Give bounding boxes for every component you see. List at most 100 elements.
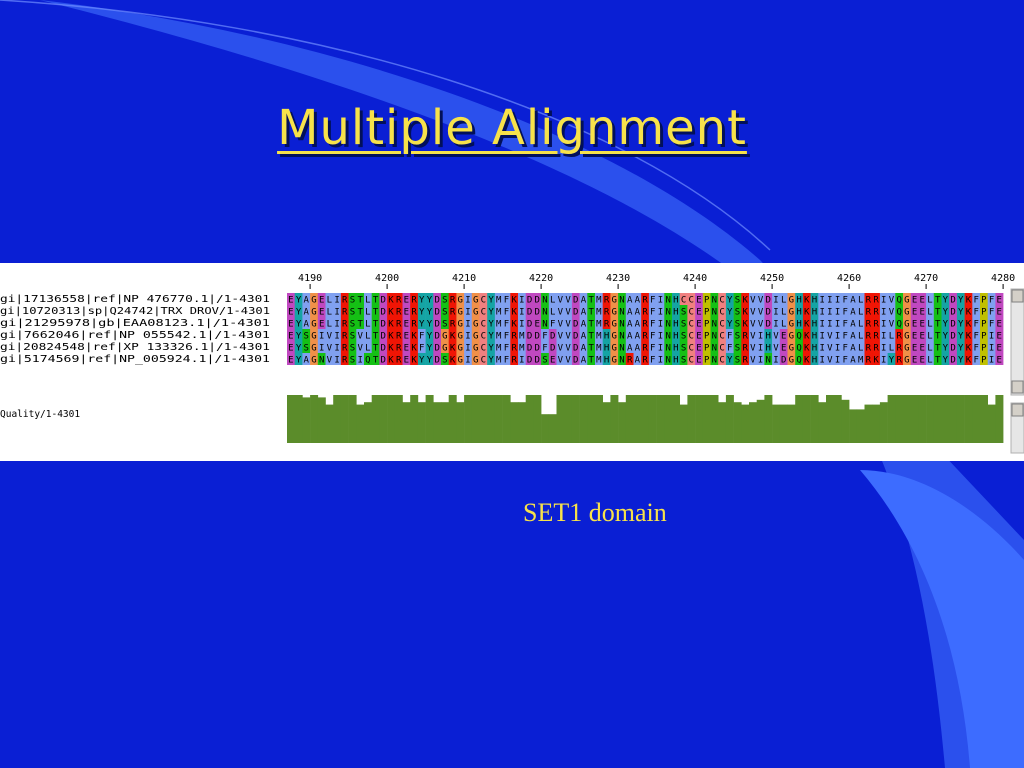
residue-letter: R bbox=[396, 296, 402, 306]
residue-cell bbox=[571, 341, 580, 353]
residue-cell bbox=[933, 341, 942, 353]
alignment-scrollbar[interactable] bbox=[1010, 288, 1024, 396]
residue-letter: R bbox=[896, 332, 902, 342]
residue-cell bbox=[956, 317, 965, 329]
residue-letter: A bbox=[581, 296, 587, 306]
residue-cell bbox=[656, 305, 665, 317]
residue-letter: I bbox=[465, 296, 470, 306]
residue-letter: H bbox=[604, 332, 609, 342]
residue-letter: E bbox=[920, 308, 925, 318]
residue-letter: K bbox=[966, 332, 972, 342]
residue-cell bbox=[502, 341, 511, 353]
residue-cell bbox=[733, 353, 742, 365]
quality-bar bbox=[633, 395, 642, 443]
quality-bar bbox=[402, 402, 411, 443]
residue-cell bbox=[802, 293, 811, 305]
quality-bar bbox=[718, 402, 727, 443]
residue-cell bbox=[410, 305, 419, 317]
residue-cell bbox=[980, 341, 988, 353]
residue-letter: L bbox=[781, 296, 786, 306]
residue-cell bbox=[379, 341, 388, 353]
quality-scrollbar[interactable] bbox=[1010, 402, 1024, 454]
scroll-up-button[interactable] bbox=[1011, 289, 1024, 303]
residue-cell bbox=[348, 353, 357, 365]
residue-cell bbox=[441, 305, 449, 317]
scroll-down-button[interactable] bbox=[1011, 380, 1024, 394]
residue-cell bbox=[872, 329, 881, 341]
residue-letter: D bbox=[434, 296, 439, 306]
residue-letter: A bbox=[627, 320, 633, 330]
residue-cell bbox=[641, 293, 650, 305]
residue-letter: D bbox=[535, 344, 540, 354]
residue-letter: R bbox=[873, 344, 879, 354]
residue-letter: G bbox=[789, 296, 794, 306]
residue-letter: F bbox=[650, 320, 655, 330]
residue-cell bbox=[387, 293, 396, 305]
residue-cell bbox=[417, 353, 426, 365]
residue-cell bbox=[417, 317, 426, 329]
residue-cell bbox=[664, 341, 673, 353]
residue-letter: G bbox=[311, 320, 316, 330]
residue-cell bbox=[364, 353, 372, 365]
residue-cell bbox=[425, 293, 434, 305]
residue-letter: V bbox=[750, 344, 756, 354]
residue-letter: E bbox=[912, 344, 917, 354]
quality-bar bbox=[741, 404, 750, 443]
residue-cell bbox=[849, 305, 858, 317]
residue-cell bbox=[487, 353, 496, 365]
residue-letter: L bbox=[927, 344, 932, 354]
quality-bar bbox=[733, 402, 742, 443]
residue-cell bbox=[364, 305, 372, 317]
residue-letter: D bbox=[381, 296, 386, 306]
residue-cell bbox=[656, 329, 665, 341]
residue-letter: K bbox=[966, 320, 972, 330]
residue-cell bbox=[656, 293, 665, 305]
residue-letter: Y bbox=[727, 356, 733, 366]
residue-cell bbox=[879, 353, 888, 365]
residue-cell bbox=[764, 353, 773, 365]
residue-letter: D bbox=[381, 332, 386, 342]
residue-letter: C bbox=[689, 308, 694, 318]
residue-letter: N bbox=[619, 296, 624, 306]
residue-letter: C bbox=[719, 308, 724, 318]
quality-bar bbox=[425, 395, 434, 443]
residue-letter: T bbox=[935, 296, 941, 306]
residue-cell bbox=[610, 329, 619, 341]
residue-cell bbox=[833, 329, 842, 341]
residue-cell bbox=[348, 341, 357, 353]
quality-bar bbox=[695, 395, 704, 443]
residue-cell bbox=[564, 341, 573, 353]
residue-cell bbox=[926, 305, 935, 317]
residue-cell bbox=[810, 341, 819, 353]
quality-bar bbox=[325, 404, 334, 443]
quality-scroll-up-button[interactable] bbox=[1011, 403, 1024, 417]
residue-cell bbox=[664, 317, 673, 329]
residue-cell bbox=[664, 293, 673, 305]
residue-cell bbox=[933, 305, 942, 317]
sequence-label: gi|20824548|ref|XP 133326.1|/1-4301 bbox=[0, 342, 270, 353]
residue-letter: Y bbox=[958, 356, 964, 366]
residue-letter: D bbox=[434, 356, 439, 366]
residue-letter: F bbox=[843, 344, 848, 354]
residue-cell bbox=[802, 341, 811, 353]
residue-letter: G bbox=[612, 344, 617, 354]
residue-cell bbox=[718, 293, 727, 305]
residue-letter: M bbox=[858, 356, 864, 366]
residue-cell bbox=[941, 305, 950, 317]
residue-letter: G bbox=[473, 356, 478, 366]
residue-cell bbox=[949, 317, 958, 329]
residue-cell bbox=[348, 305, 357, 317]
residue-cell bbox=[564, 329, 573, 341]
residue-cell bbox=[340, 329, 349, 341]
residue-letter: L bbox=[365, 296, 370, 306]
residue-letter: M bbox=[519, 332, 525, 342]
residue-cell bbox=[764, 341, 773, 353]
residue-cell bbox=[648, 305, 657, 317]
residue-cell bbox=[502, 317, 511, 329]
residue-cell bbox=[433, 293, 442, 305]
residue-cell bbox=[949, 353, 958, 365]
quality-bar bbox=[487, 395, 496, 443]
residue-letter: E bbox=[696, 332, 701, 342]
residue-cell bbox=[964, 329, 973, 341]
